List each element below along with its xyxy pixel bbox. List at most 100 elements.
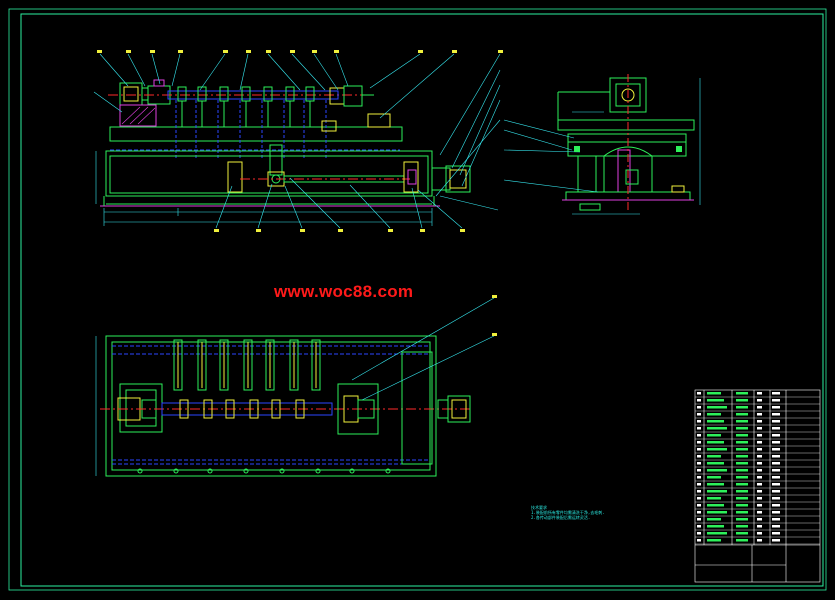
parts-list-entry-mark	[707, 476, 721, 479]
parts-list-entry-mark	[757, 504, 762, 507]
parts-list-entry-mark	[757, 413, 762, 416]
parts-list-entry-mark	[697, 427, 701, 430]
parts-list-entry-mark	[707, 399, 724, 402]
parts-list-entry-mark	[772, 497, 780, 500]
parts-list-entry-mark	[707, 511, 727, 514]
parts-list-entry-mark	[697, 497, 701, 500]
parts-list-entry-mark	[757, 448, 762, 451]
parts-list-entry-mark	[707, 504, 724, 507]
parts-list-entry-mark	[757, 525, 762, 528]
parts-list-entry-mark	[697, 518, 701, 521]
parts-list-entry-mark	[707, 490, 727, 493]
parts-list-entry-mark	[697, 476, 701, 479]
parts-list-entry-mark	[697, 511, 701, 514]
notes-title: 技术要求	[531, 505, 547, 510]
parts-list-entry-mark	[697, 469, 701, 472]
parts-list-entry-mark	[772, 469, 780, 472]
parts-list-entry-mark	[757, 483, 762, 486]
parts-list-entry-mark	[707, 413, 721, 416]
parts-list-entry-mark	[736, 420, 748, 423]
parts-list-entry-mark	[697, 539, 701, 542]
parts-list-entry-mark	[757, 462, 762, 465]
parts-list-entry-mark	[697, 399, 701, 402]
parts-list-entry-mark	[772, 483, 780, 486]
parts-list-entry-mark	[736, 413, 748, 416]
parts-list-entry-mark	[736, 483, 748, 486]
parts-list-entry-mark	[697, 455, 701, 458]
parts-list-entry-mark	[772, 539, 780, 542]
parts-list-entry-mark	[697, 392, 701, 395]
parts-list-entry-mark	[757, 420, 762, 423]
parts-list-entry-mark	[772, 511, 780, 514]
parts-list-entry-mark	[757, 406, 762, 409]
parts-list-entry-mark	[697, 504, 701, 507]
inner-border	[20, 13, 824, 587]
parts-list-entry-mark	[772, 427, 780, 430]
side-view	[503, 74, 701, 215]
parts-list-rows	[695, 396, 820, 545]
parts-list-entry-mark	[736, 427, 748, 430]
parts-list-entry-mark	[736, 448, 748, 451]
parts-list-entry-mark	[697, 420, 701, 423]
parts-list-entry-mark	[757, 476, 762, 479]
parts-list-entry-mark	[772, 455, 780, 458]
parts-list-entry-mark	[736, 469, 748, 472]
parts-list-entry-mark	[772, 441, 780, 444]
parts-list-entry-mark	[736, 511, 748, 514]
parts-list-entry-mark	[736, 406, 748, 409]
parts-list-entry-mark	[772, 448, 780, 451]
parts-list-entry-mark	[707, 420, 724, 423]
parts-list-entry-mark	[757, 399, 762, 402]
parts-list-entry-mark	[736, 504, 748, 507]
parts-list-entry-mark	[736, 497, 748, 500]
parts-list-entry-mark	[736, 441, 748, 444]
outer-border	[8, 8, 827, 591]
parts-list-entry-mark	[697, 525, 701, 528]
parts-list-entry-mark	[772, 462, 780, 465]
parts-list-entry-mark	[736, 399, 748, 402]
parts-list-entry-mark	[757, 511, 762, 514]
parts-list-entry-mark	[772, 399, 780, 402]
parts-list-entry-mark	[736, 532, 748, 535]
parts-list-entry-mark	[736, 525, 748, 528]
watermark-text: www.woc88.com	[274, 282, 414, 301]
parts-list-entry-mark	[772, 392, 780, 395]
title-block	[694, 389, 821, 583]
parts-list-entry-mark	[736, 490, 748, 493]
parts-list-entry-mark	[772, 504, 780, 507]
parts-list-entry-mark	[707, 518, 721, 521]
parts-list-entry-mark	[757, 427, 762, 430]
parts-list-entry-mark	[707, 392, 721, 395]
parts-list-entry-mark	[697, 434, 701, 437]
parts-list-entry-mark	[707, 448, 727, 451]
parts-list-entry-mark	[757, 441, 762, 444]
parts-list-entry-mark	[757, 532, 762, 535]
parts-list-entry-mark	[772, 532, 780, 535]
parts-list-entry-mark	[707, 525, 724, 528]
parts-list-entry-mark	[707, 434, 721, 437]
parts-list-entry-mark	[697, 441, 701, 444]
notes-line-1: 1.装配前所有零件均需清洗干净,去毛刺.	[531, 510, 605, 515]
parts-list-entry-mark	[707, 441, 724, 444]
parts-list-entry-mark	[772, 420, 780, 423]
parts-list-entry-mark	[772, 490, 780, 493]
parts-list-entry-mark	[736, 455, 748, 458]
parts-list-entry-mark	[707, 497, 721, 500]
notes-line-2: 2.各传动部件装配后需运转灵活.	[531, 515, 591, 520]
parts-list-entry-mark	[707, 455, 721, 458]
parts-list-entry-mark	[707, 483, 724, 486]
parts-list-entry-mark	[707, 469, 727, 472]
parts-list-entry-mark	[707, 427, 727, 430]
parts-list-entry-mark	[697, 462, 701, 465]
front-view	[93, 50, 503, 232]
parts-list-entry-mark	[707, 462, 724, 465]
parts-list-entry-mark	[736, 434, 748, 437]
parts-list-entry-mark	[772, 525, 780, 528]
parts-list-entry-mark	[772, 406, 780, 409]
parts-list-entry-mark	[736, 392, 748, 395]
parts-list-entry-mark	[697, 483, 701, 486]
parts-list-entry-mark	[736, 476, 748, 479]
parts-list-entry-mark	[757, 469, 762, 472]
parts-list-entry-mark	[772, 476, 780, 479]
